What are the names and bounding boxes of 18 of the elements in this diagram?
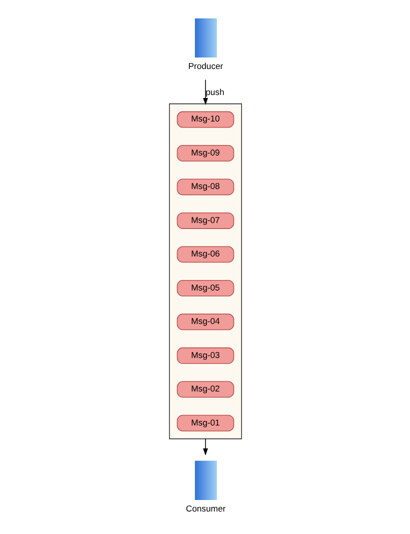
node-box: Msg-06	[176, 246, 234, 263]
arrow	[202, 438, 208, 456]
node-box: Msg-07	[176, 212, 234, 229]
node-box: Msg-02	[176, 381, 234, 398]
arrow	[202, 79, 208, 106]
node-box: Msg-09	[176, 145, 234, 162]
node-box: Msg-03	[176, 347, 234, 364]
node-box: Msg-01	[176, 414, 234, 432]
node-label: Consumer	[185, 504, 226, 514]
edge-label: push	[205, 87, 224, 98]
node-box: Msg-10	[176, 111, 234, 128]
node-label: Producer	[188, 61, 223, 72]
node-box: Msg-08	[176, 178, 234, 196]
node-box: Msg-04	[176, 314, 234, 330]
node-box: Msg-05	[176, 280, 234, 296]
node-box	[194, 18, 216, 58]
cluster	[168, 103, 242, 440]
node-box	[194, 460, 216, 500]
